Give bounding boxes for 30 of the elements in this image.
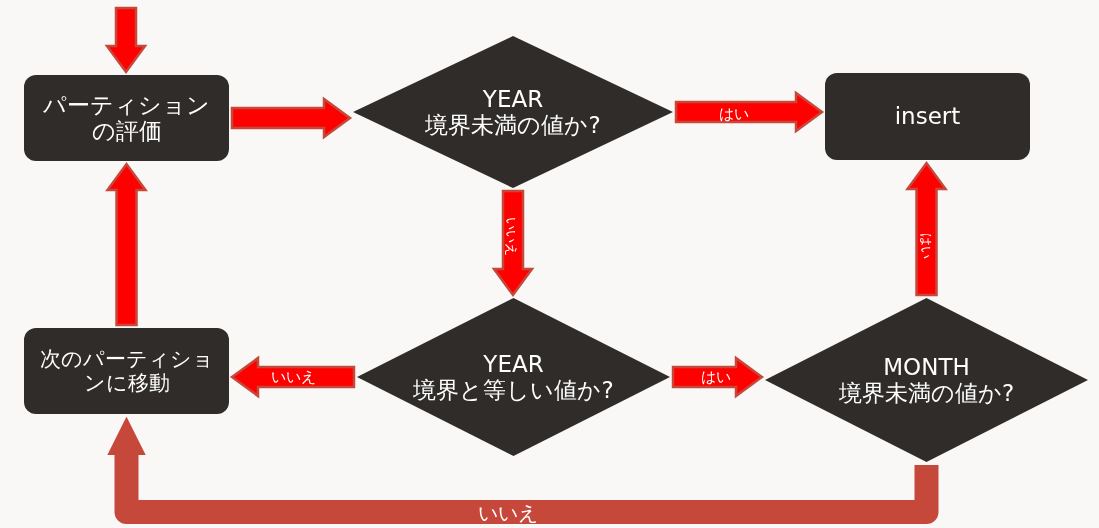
arrow bbox=[905, 160, 948, 297]
edge-label: いいえ bbox=[503, 216, 520, 257]
arrow bbox=[104, 6, 148, 75]
node-text: YEAR bbox=[482, 85, 544, 112]
decision-diamond bbox=[353, 36, 673, 188]
arrow bbox=[491, 189, 535, 298]
node-text: 境界未満の値か? bbox=[838, 380, 1015, 407]
edge-label: いいえ bbox=[477, 500, 539, 526]
node-text: 境界未満の値か? bbox=[425, 112, 601, 139]
process-box bbox=[24, 75, 229, 161]
arrow bbox=[229, 355, 356, 399]
decision-diamond bbox=[357, 298, 670, 456]
arrow bbox=[105, 161, 148, 327]
edge-label: はい bbox=[700, 367, 732, 387]
node-text: 次のパーティションに移動 bbox=[38, 346, 215, 396]
arrow bbox=[674, 90, 825, 134]
arrow bbox=[230, 96, 353, 140]
arrow bbox=[671, 355, 765, 399]
edge-label: いいえ bbox=[270, 367, 317, 387]
decision-diamond bbox=[765, 298, 1088, 462]
edge-label: はい bbox=[718, 104, 750, 124]
node-text: insert bbox=[894, 103, 961, 130]
edge-label: はい bbox=[918, 232, 935, 260]
node-text: YEAR bbox=[483, 350, 544, 377]
process-box bbox=[24, 328, 229, 414]
arrow bbox=[107, 416, 939, 524]
node-text: 境界と等しい値か? bbox=[413, 377, 614, 404]
process-box bbox=[825, 73, 1030, 160]
node-text: MONTH bbox=[883, 353, 970, 380]
node-text: パーティションの評価 bbox=[42, 91, 211, 145]
